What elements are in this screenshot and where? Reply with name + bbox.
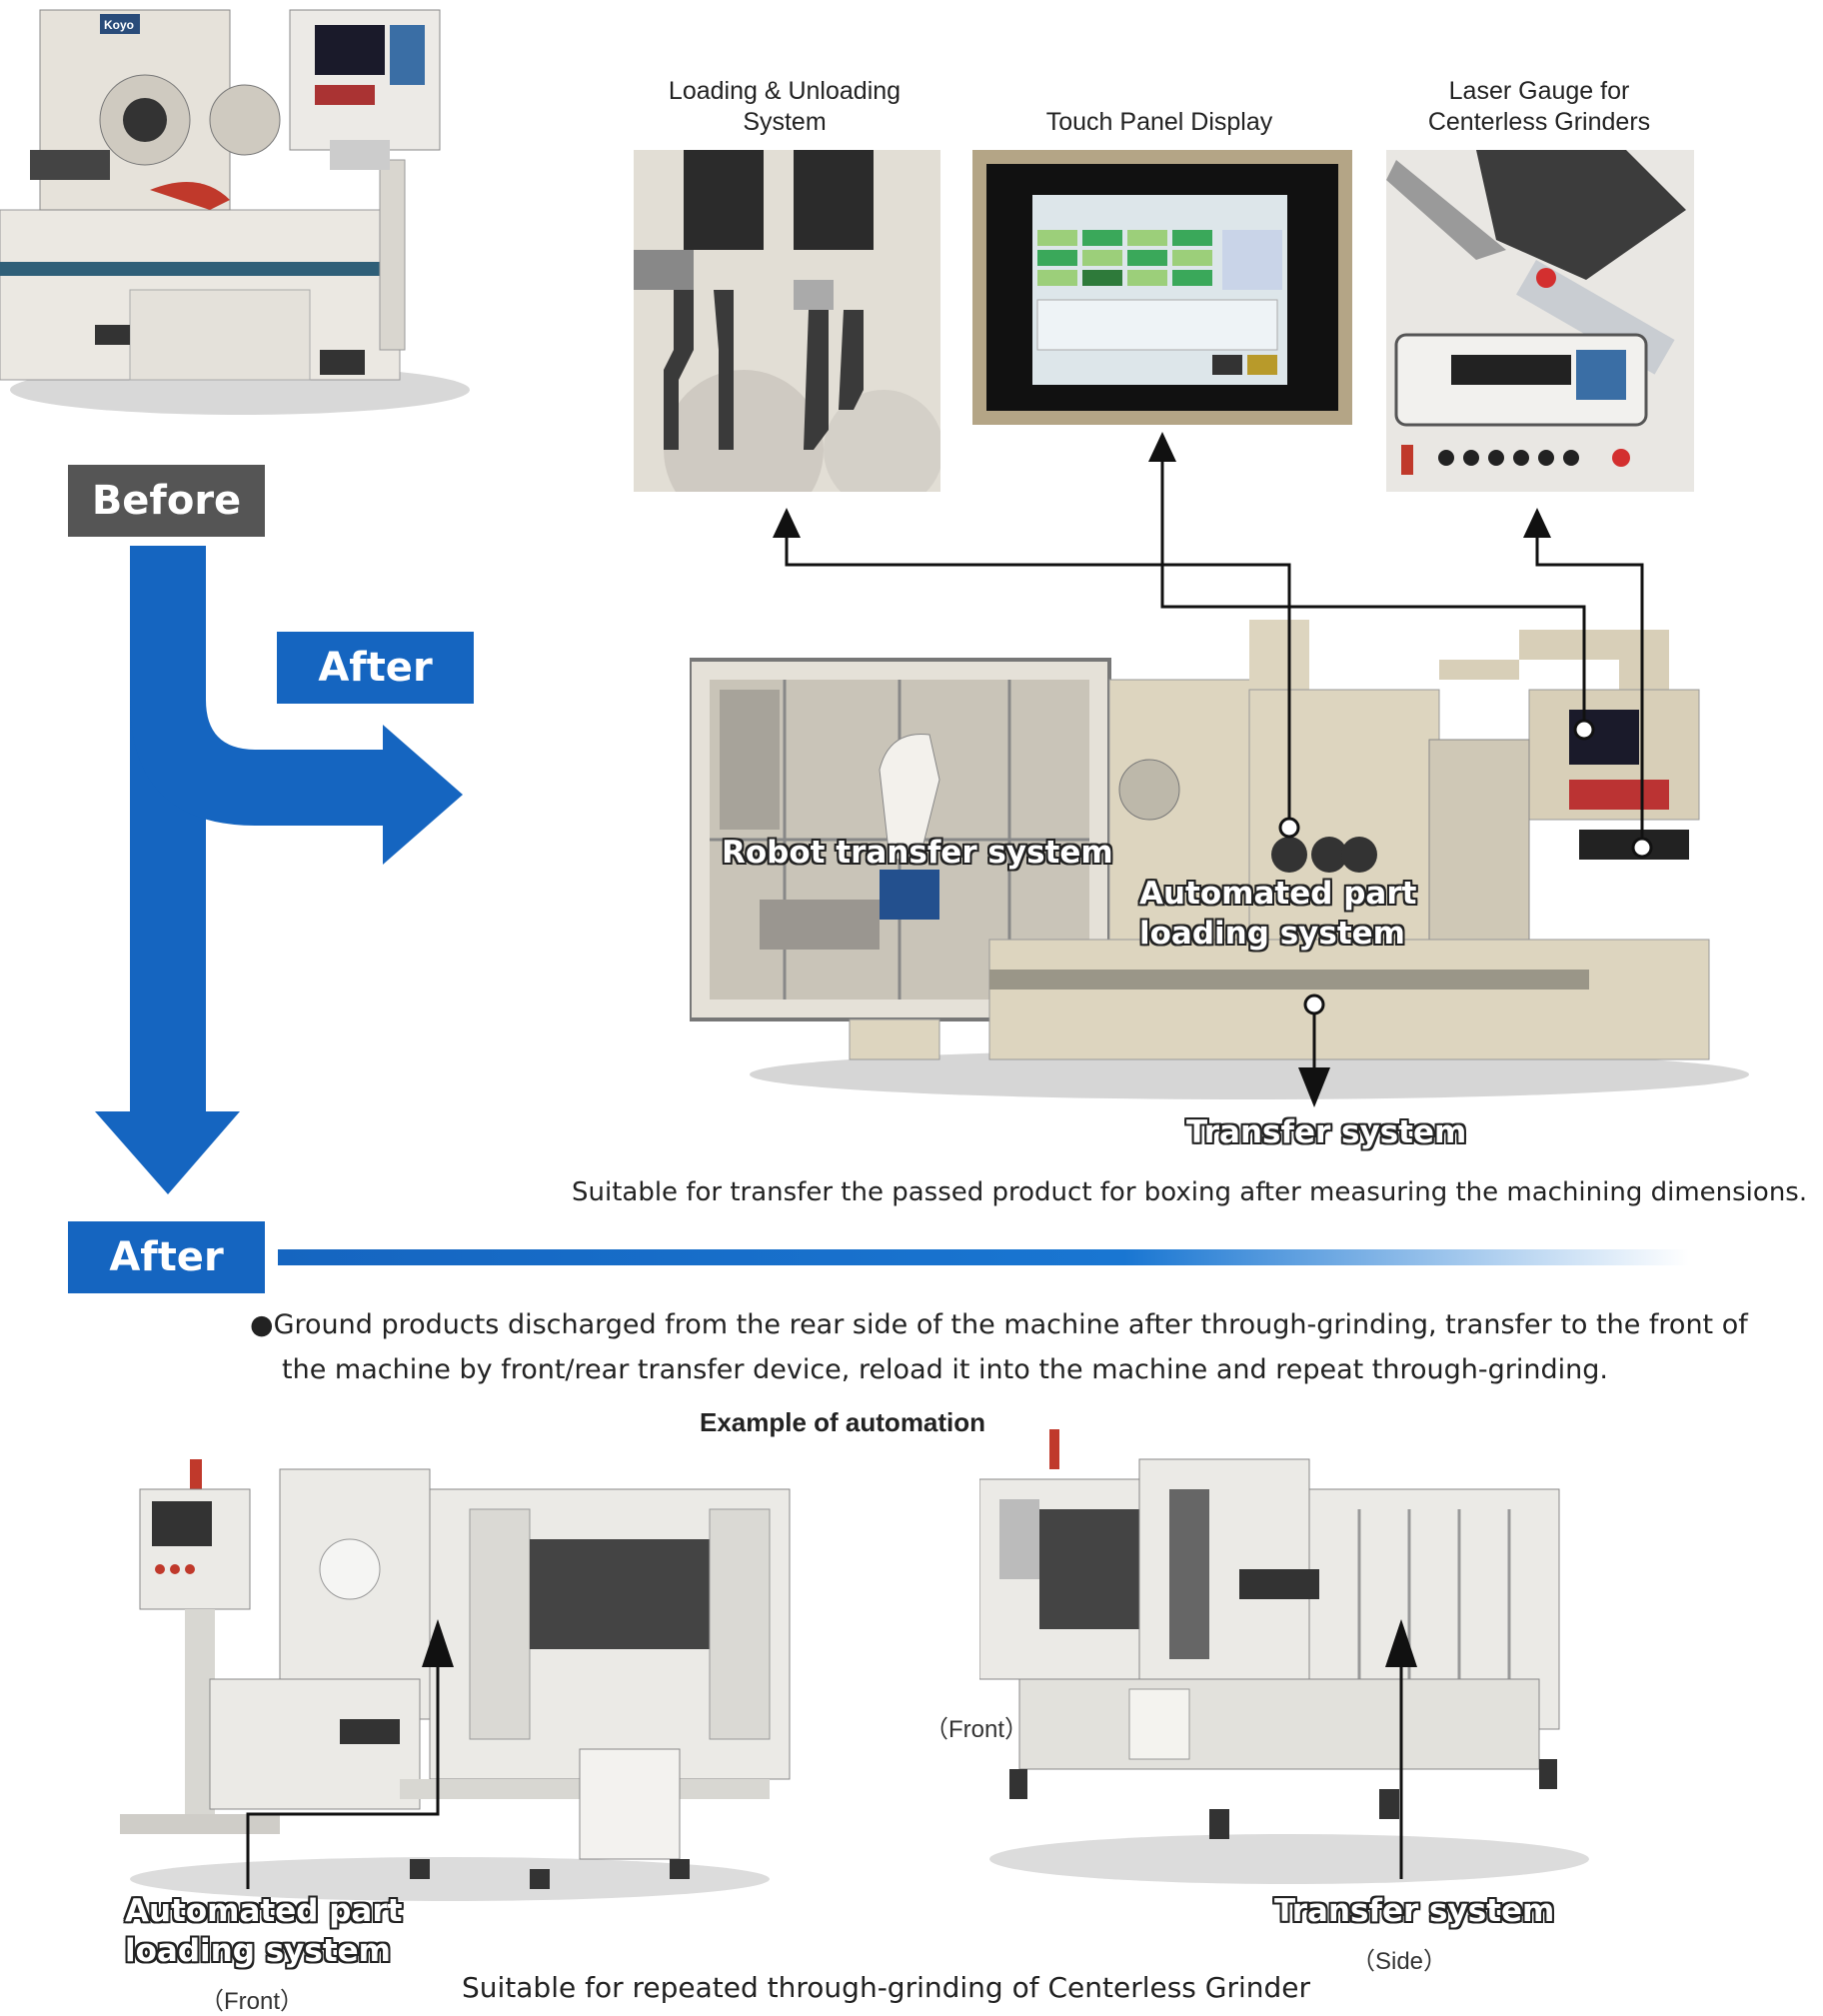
- bullet-icon: ●: [250, 1309, 274, 1340]
- auto-loading-callout-line1: Automated part: [1139, 876, 1417, 912]
- robot-transfer-callout: Robot transfer system: [722, 835, 1113, 871]
- left-front-label: （Front）: [200, 1988, 305, 2015]
- touch-panel-photo: [972, 150, 1352, 425]
- right-side-label: （Side）: [1351, 1948, 1448, 1975]
- example-right-machine-photo: [979, 1429, 1599, 1899]
- upper-note: Suitable for transfer the passed product…: [572, 1177, 1808, 1207]
- koyo-logo: Koyo: [104, 18, 134, 32]
- before-machine-photo: Koyo: [0, 0, 480, 430]
- description-line-2: the machine by front/rear transfer devic…: [282, 1354, 1608, 1385]
- example-transfer-callout: Transfer system: [1274, 1893, 1555, 1929]
- arrow-to-laser-gauge: [1523, 508, 1551, 538]
- arrow-to-loading: [773, 508, 801, 538]
- description-line-1: ●Ground products discharged from the rea…: [250, 1309, 1748, 1340]
- example-loading-callout-line2: loading system: [125, 1933, 391, 1969]
- loading-unloading-caption: Loading & Unloading System: [668, 77, 902, 136]
- flow-arrow-right: [130, 546, 463, 865]
- auto-loading-callout-line2: loading system: [1139, 916, 1405, 952]
- example-heading: Example of automation: [700, 1407, 986, 1437]
- after-badge-section: After: [68, 1221, 265, 1293]
- section-divider: [278, 1249, 1689, 1265]
- arrow-to-touchpanel: [1148, 432, 1176, 462]
- loading-unloading-photo: [634, 150, 940, 492]
- example-left-machine-photo: [110, 1429, 800, 1909]
- before-badge: Before: [68, 465, 265, 537]
- laser-gauge-photo: [1386, 150, 1694, 492]
- laser-gauge-caption: Laser Gauge for Centerless Grinders: [1427, 77, 1651, 136]
- transfer-system-callout: Transfer system: [1186, 1114, 1467, 1150]
- right-front-label: （Front）: [924, 1716, 1029, 1743]
- after-badge-right: After: [277, 632, 474, 704]
- example-loading-callout-line1: Automated part: [125, 1893, 403, 1929]
- footer-note: Suitable for repeated through-grinding o…: [462, 1971, 1311, 2004]
- flow-arrow-down: [95, 546, 240, 1194]
- touch-panel-caption: Touch Panel Display: [1045, 108, 1273, 136]
